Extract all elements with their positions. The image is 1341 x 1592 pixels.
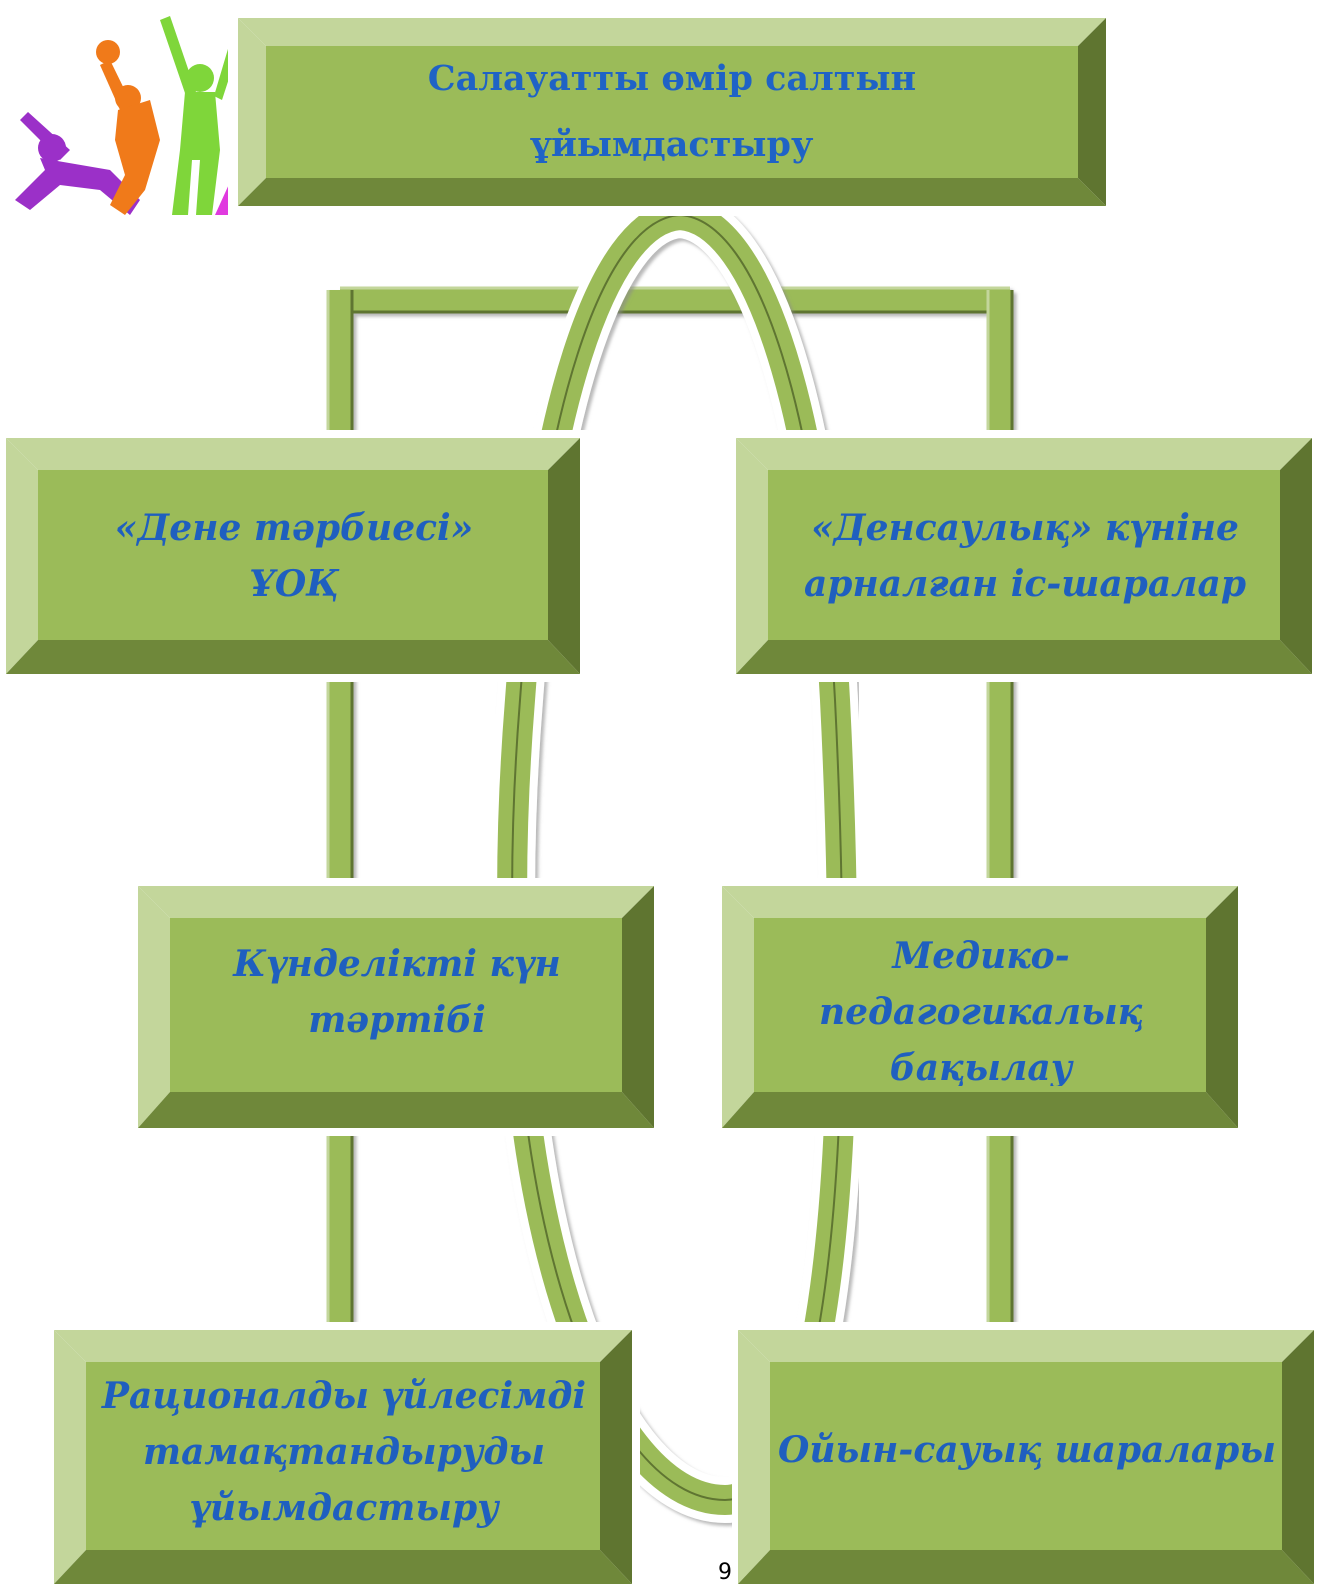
box-ratsionaldy-tamaktandyru: Рационалды үйлесімді тамақтандыруды ұйым… — [48, 1322, 640, 1592]
box-label: «Дене тәрбиесі» ҰОҚ — [0, 430, 588, 682]
box-kundelikti-kun: Күнделікті күн тәртібі — [132, 878, 662, 1136]
box-frame — [732, 1322, 1322, 1592]
box-label: «Денсаулық» күніне арналған іс-шаралар — [730, 430, 1320, 682]
box-line-1: Ойын-сауық шаралары — [777, 1428, 1276, 1471]
title-box: Салауатты өмір салтын ұйымдастыру — [228, 8, 1116, 216]
box-line-3: бақылау — [889, 1047, 1073, 1086]
box-label: Күнделікті күн тәртібі — [132, 878, 662, 1136]
box-line-3: ұйымдастыру — [189, 1487, 499, 1529]
box-line-2: тамақтандыруды — [143, 1431, 545, 1473]
title-text: Салауатты өмір салтын ұйымдастыру — [228, 8, 1116, 216]
box-line-2: арналған іс-шаралар — [803, 563, 1247, 605]
box-line-1: Күнделікті күн — [233, 943, 561, 985]
box-line-1: «Дене тәрбиесі» — [114, 507, 474, 549]
title-box-frame — [228, 8, 1116, 216]
box-frame — [716, 878, 1246, 1136]
box-densaulyk-kuni: «Денсаулық» күніне арналған іс-шаралар — [730, 430, 1320, 682]
box-line-1: «Денсаулық» күніне — [811, 507, 1239, 549]
box-frame — [0, 430, 588, 682]
page-number: 9 — [718, 1560, 732, 1585]
box-dene-tarbiesi: «Дене тәрбиесі» ҰОҚ — [0, 430, 588, 682]
box-line-2: тәртібі — [308, 999, 486, 1041]
box-line-2: педагогикалық — [818, 991, 1144, 1033]
title-line-2: ұйымдастыру — [530, 124, 814, 165]
box-frame — [48, 1322, 640, 1592]
box-line-1: Медико- — [892, 935, 1070, 977]
title-line-1: Салауатты өмір салтын — [427, 58, 917, 99]
box-label: Медико- педагогикалық бақылау — [716, 918, 1246, 1086]
box-frame — [132, 878, 662, 1136]
box-line-2: ҰОҚ — [249, 563, 339, 605]
box-line-1: Рационалды үйлесімді — [101, 1375, 587, 1417]
box-label: Рационалды үйлесімді тамақтандыруды ұйым… — [48, 1362, 640, 1530]
box-oiyn-sauyk: Ойын-сауық шаралары — [732, 1322, 1322, 1592]
box-frame — [730, 430, 1320, 682]
box-mediko-pedagogikalyk: Медико- педагогикалық бақылау — [716, 878, 1246, 1136]
arch-connector — [489, 191, 866, 1524]
box-label: Ойын-сауық шаралары — [732, 1322, 1322, 1587]
